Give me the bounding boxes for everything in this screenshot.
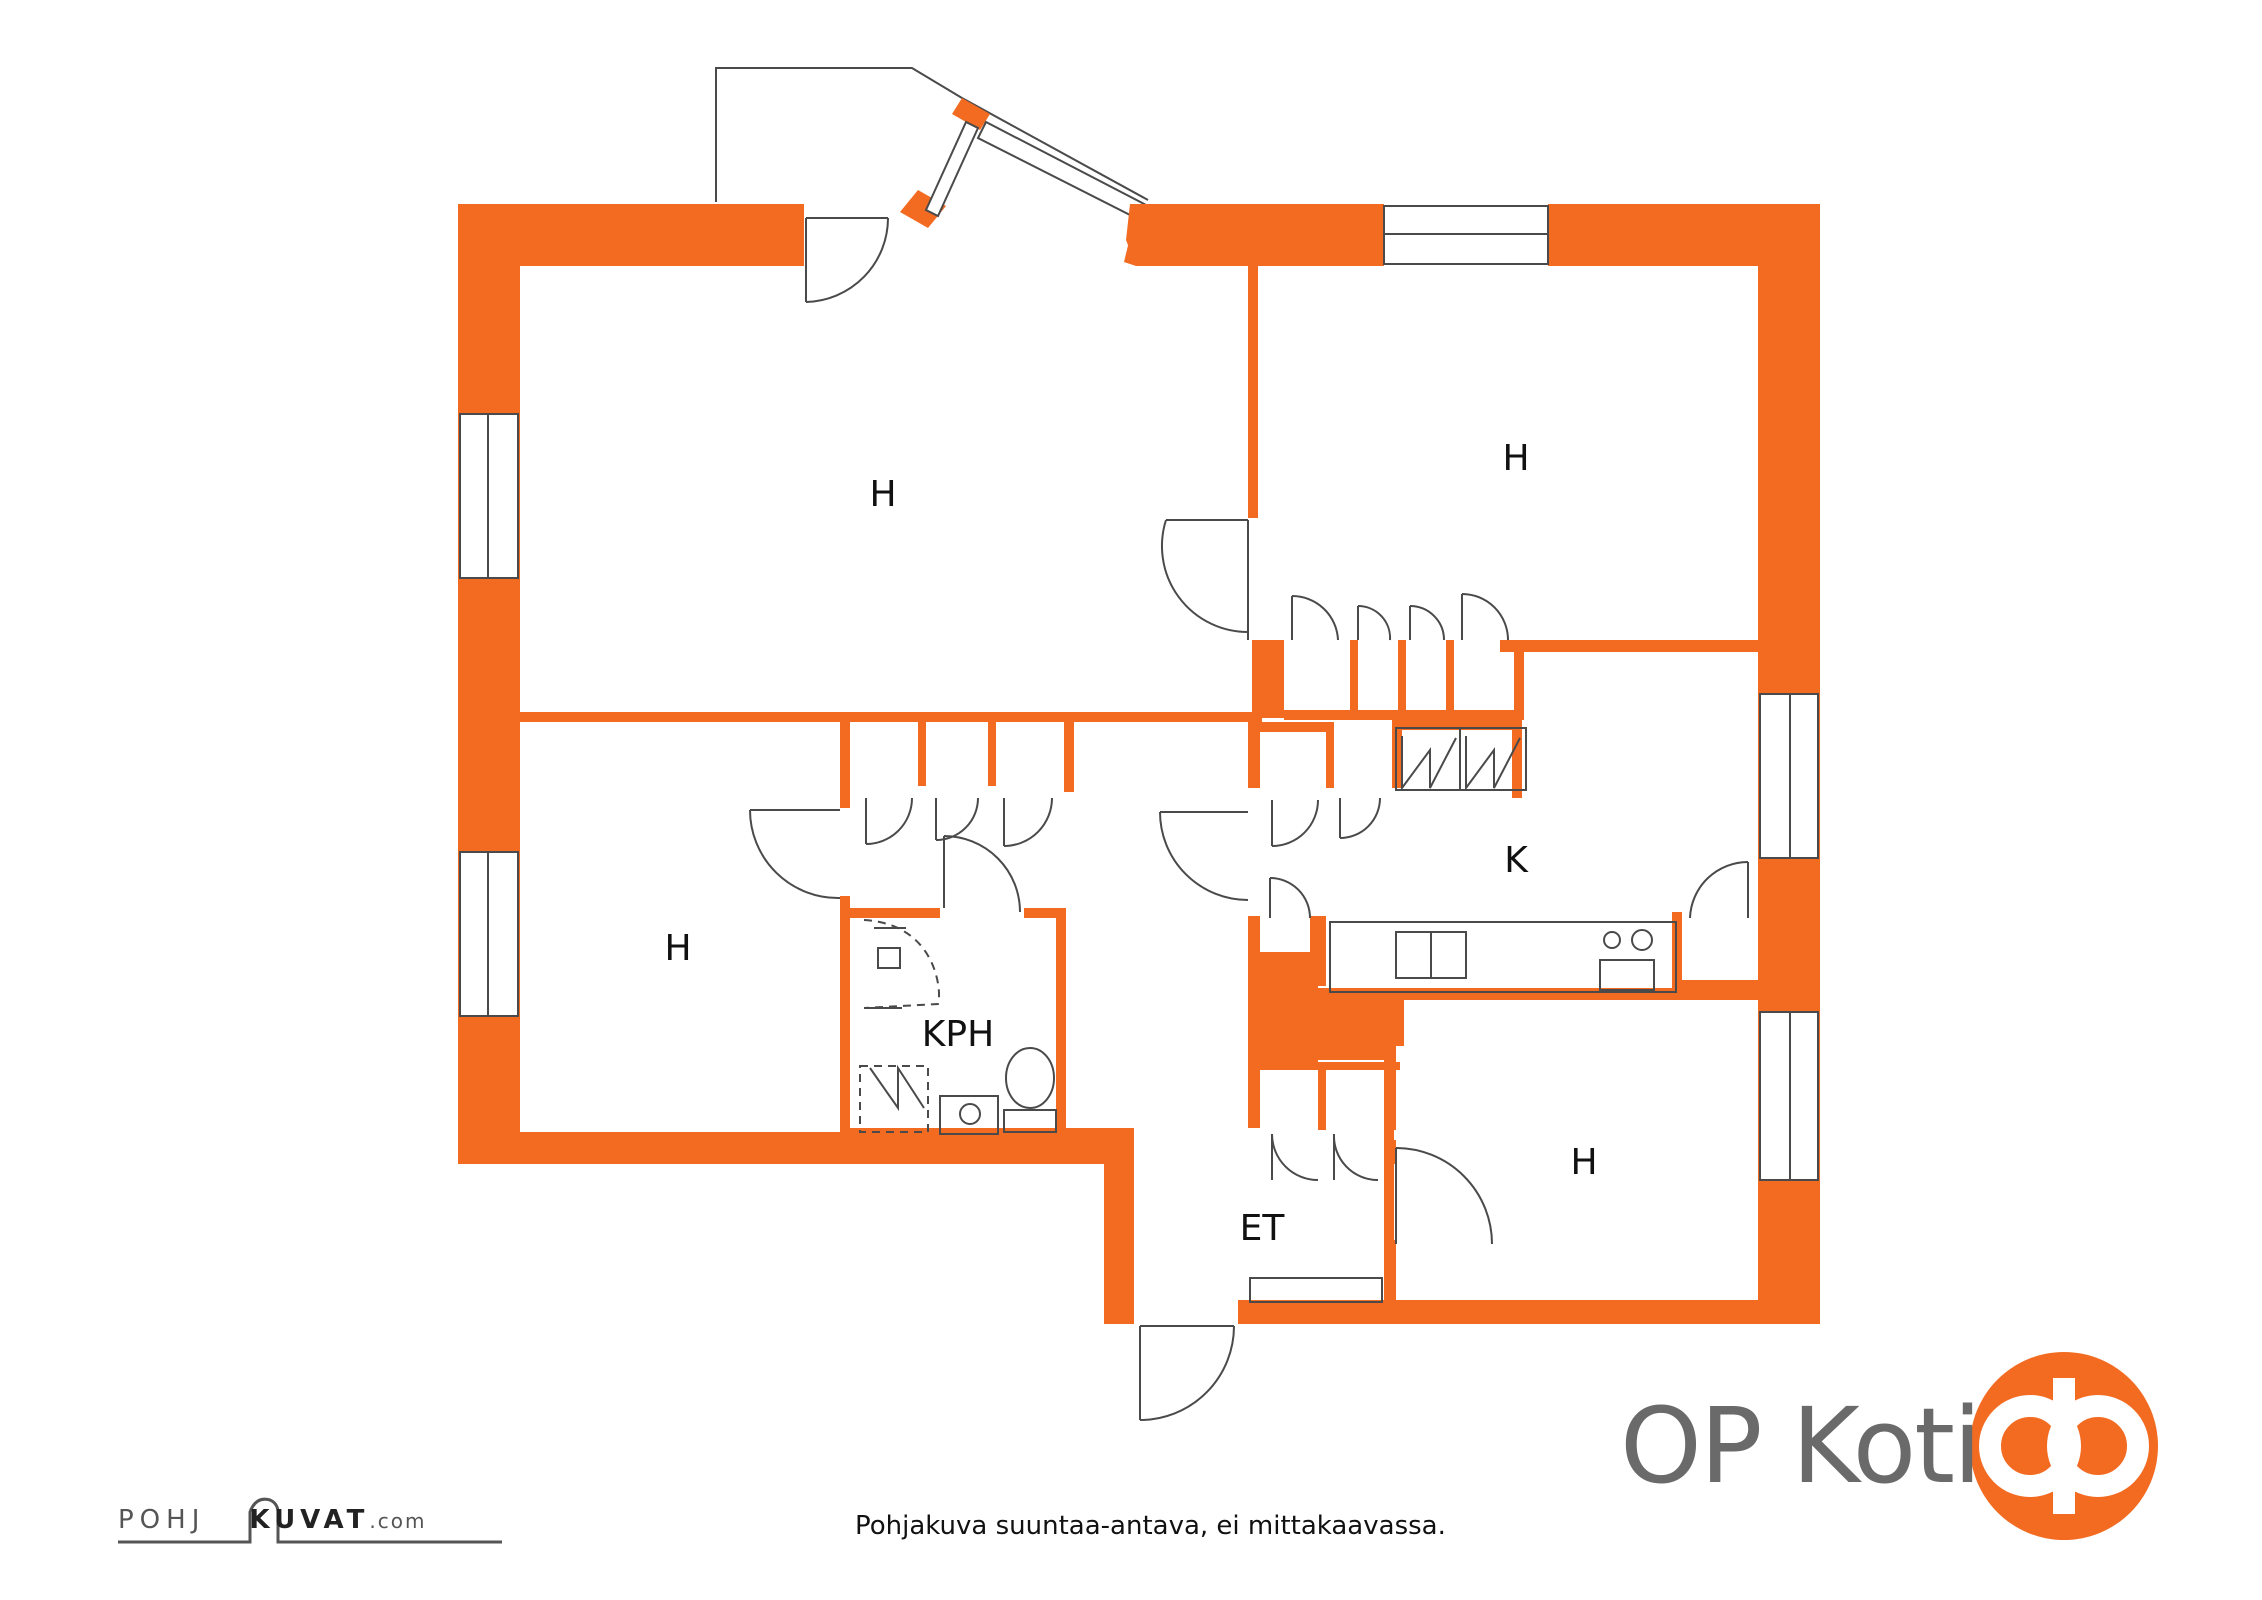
credit-part2: KUVAT <box>249 1505 370 1535</box>
balcony <box>715 67 1149 202</box>
room-label-hall: ET <box>1240 1208 1286 1249</box>
credit-part1: POHJ <box>118 1505 206 1535</box>
room-label-bedroom-se: H <box>1570 1142 1597 1183</box>
pohjakuvat-logo-icon <box>118 1497 502 1544</box>
room-label-living: H <box>869 474 896 515</box>
credit-part3: .com <box>369 1509 427 1533</box>
room-label-kitchen: K <box>1504 840 1529 881</box>
bathroom-fixtures <box>859 919 1057 1135</box>
room-label-bathroom: KPH <box>922 1014 994 1055</box>
door <box>749 217 1749 1421</box>
room-label-bedroom-w: H <box>664 928 691 969</box>
disclaimer: Pohjakuva suuntaa-antava, ei mittakaavas… <box>855 1511 1446 1541</box>
hall-shelf <box>1249 1277 1383 1303</box>
balcony-window <box>900 98 1150 228</box>
room-label-bedroom-ne: H <box>1502 438 1529 479</box>
op-logo-icon <box>1970 1352 2158 1540</box>
credit-logo: POHJ KUVAT.com <box>118 1505 426 1535</box>
window <box>459 205 1819 1181</box>
kitchen-counter <box>1329 921 1677 993</box>
wardrobe <box>1395 727 1527 792</box>
outer-walls <box>458 204 1820 1324</box>
brand-name: OP Koti <box>1620 1385 1982 1507</box>
